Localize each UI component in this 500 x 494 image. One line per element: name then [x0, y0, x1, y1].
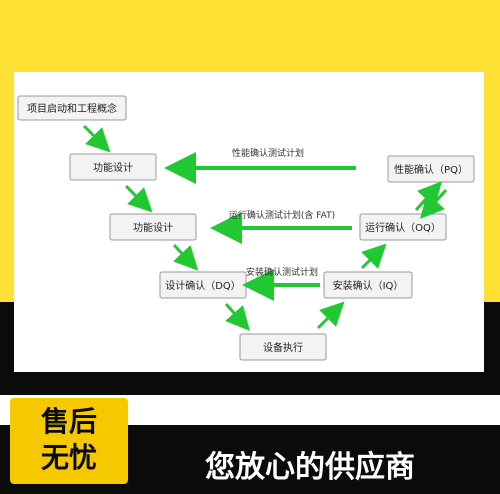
edge-label-oq-plan: 运行确认测试计划(含 FAT) — [229, 209, 335, 221]
node-pq: 性能确认（PQ） — [387, 155, 475, 183]
supplier-slogan: 您放心的供应商 — [205, 450, 415, 485]
arrow-dq-to-execution — [224, 303, 250, 331]
left-yellow-strip — [0, 60, 14, 300]
diagram-panel: 项目启动和工程概念 功能设计 功能设计 设计确认（DQ） 设备执行 安装确认（I… — [14, 72, 484, 372]
node-project-start: 项目启动和工程概念 — [17, 95, 127, 121]
arrow-iq-to-oq — [360, 243, 387, 270]
node-oq: 运行确认（OQ） — [359, 213, 447, 241]
badge-line-1: 售后 — [40, 405, 97, 438]
node-function-design-2: 功能设计 — [109, 213, 197, 241]
node-oq-label: 运行确认（OQ） — [365, 221, 441, 234]
badge-line-2: 无忧 — [40, 441, 97, 474]
node-function-design-2-label: 功能设计 — [133, 221, 173, 234]
node-pq-label: 性能确认（PQ） — [394, 163, 468, 176]
v-model-diagram: 项目启动和工程概念 功能设计 功能设计 设计确认（DQ） 设备执行 安装确认（I… — [17, 95, 475, 361]
node-iq: 安装确认（IQ） — [323, 271, 413, 299]
node-project-start-label: 项目启动和工程概念 — [27, 102, 117, 115]
arrow-start-to-design1 — [82, 124, 111, 153]
node-dq-label: 设计确认（DQ） — [165, 279, 241, 292]
arrow-execution-to-iq — [316, 301, 345, 330]
node-equipment-execution: 设备执行 — [239, 333, 327, 361]
after-sales-badge: 售后 无忧 — [10, 398, 128, 484]
node-function-design-1-label: 功能设计 — [93, 161, 133, 174]
node-equipment-execution-label: 设备执行 — [263, 341, 303, 354]
arrow-design1-to-design2 — [124, 184, 153, 213]
edge-label-pq-plan: 性能确认测试计划 — [232, 147, 304, 159]
edge-label-iq-plan: 安装确认测试计划 — [246, 266, 318, 278]
node-dq: 设计确认（DQ） — [159, 271, 247, 299]
arrow-pq-to-oq — [419, 188, 448, 219]
arrow-design2-to-dq — [172, 243, 199, 271]
node-iq-label: 安装确认（IQ） — [333, 279, 404, 292]
node-function-design-1: 功能设计 — [69, 153, 157, 181]
